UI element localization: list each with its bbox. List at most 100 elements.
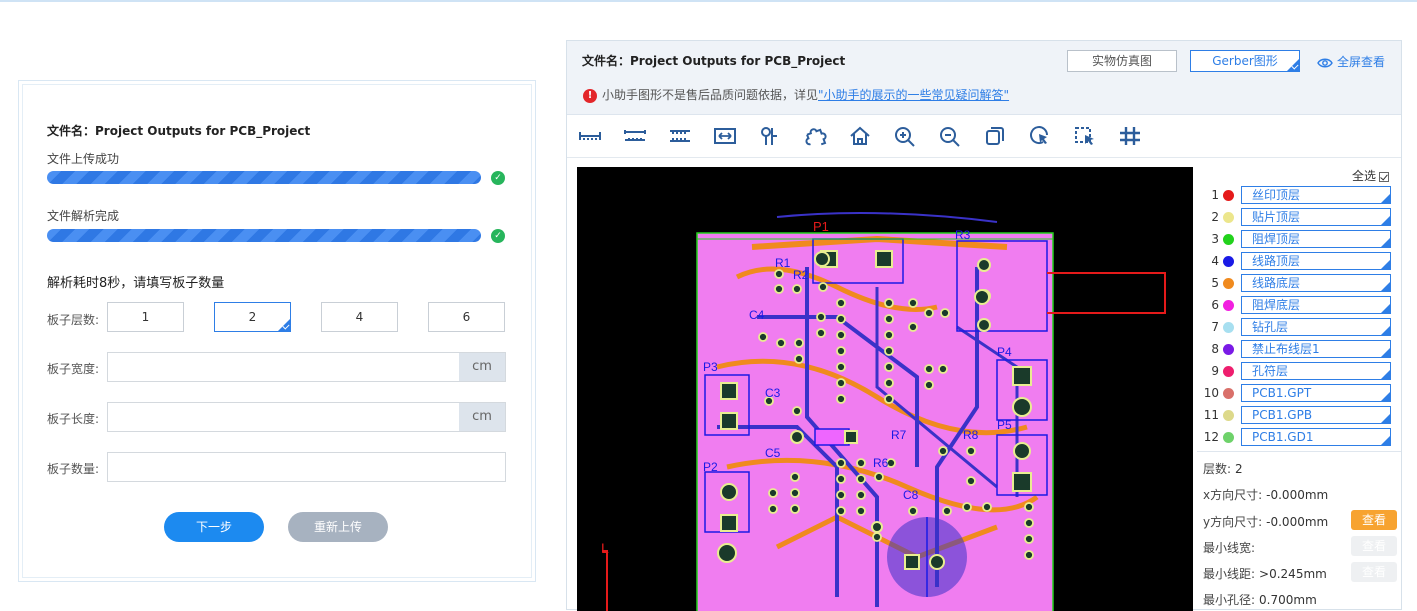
dropdown-corner-icon	[1381, 216, 1390, 225]
layer-option-1[interactable]: 1	[107, 302, 184, 332]
width-input[interactable]: cm	[107, 352, 506, 382]
viewer-header: 文件名：Project Outputs for PCB_Project 实物仿真…	[567, 41, 1401, 115]
layer-color-dot	[1223, 300, 1234, 311]
pcb-label-c5: C5	[765, 446, 781, 460]
layer-select[interactable]: 阻焊顶层	[1241, 230, 1391, 248]
dropdown-corner-icon	[1381, 304, 1390, 313]
box-select-icon[interactable]	[1072, 124, 1098, 148]
layer-color-dot	[1223, 190, 1234, 201]
parse-progress-bar	[47, 229, 481, 242]
layer-row[interactable]: 10 PCB1.GPT	[1197, 383, 1401, 405]
zoom-in-icon[interactable]	[892, 124, 918, 148]
pcb-label-r7: R7	[891, 428, 907, 442]
home-icon[interactable]	[847, 124, 873, 148]
pcb-label-c4: C4	[749, 308, 765, 322]
rotate-select-icon[interactable]	[1027, 124, 1053, 148]
pcb-label-p1: P1	[813, 219, 829, 234]
pcb-label-p2: P2	[703, 460, 718, 474]
dropdown-corner-icon	[1381, 282, 1390, 291]
simulation-view-button[interactable]: 实物仿真图	[1067, 50, 1177, 72]
pin-icon[interactable]	[757, 124, 783, 148]
layer-color-dot	[1223, 278, 1234, 289]
length-input[interactable]: cm	[107, 402, 506, 432]
layer-select[interactable]: 贴片顶层	[1241, 208, 1391, 226]
layer-select[interactable]: PCB1.GPB	[1241, 406, 1391, 424]
layer-number: 10	[1203, 386, 1219, 400]
info-layers-value: 2	[1235, 462, 1243, 476]
eye-icon	[1317, 58, 1333, 67]
info-x-size: x方向尺寸:-0.000mm	[1203, 486, 1328, 503]
upload-status-label: 文件上传成功	[47, 152, 120, 166]
measure-distance-icon[interactable]	[622, 124, 648, 148]
layer-color-dot	[1223, 410, 1234, 421]
view-min-spacing-button[interactable]: 查看	[1351, 562, 1397, 582]
dropdown-corner-icon	[1381, 414, 1390, 423]
info-layers: 层数:2	[1203, 460, 1243, 477]
view-min-width-button[interactable]: 查看	[1351, 536, 1397, 556]
next-button[interactable]: 下一步	[164, 512, 264, 542]
info-y-label: y方向尺寸:	[1203, 515, 1263, 529]
layer-select[interactable]: PCB1.GD1	[1241, 428, 1391, 446]
puzzle-icon[interactable]	[802, 124, 828, 148]
layer-select[interactable]: 钻孔层	[1241, 318, 1391, 336]
dropdown-corner-icon	[1381, 348, 1390, 357]
layer-number: 5	[1211, 276, 1219, 290]
layer-row[interactable]: 9 孔符层	[1197, 361, 1401, 383]
copy-layer-icon[interactable]	[982, 124, 1008, 148]
measure-horizontal-icon[interactable]	[577, 124, 603, 148]
layer-name: 阻焊底层	[1252, 298, 1301, 312]
layer-select[interactable]: PCB1.GPT	[1241, 384, 1391, 402]
layer-select[interactable]: 阻焊底层	[1241, 296, 1391, 314]
info-y-size: y方向尺寸:-0.000mm	[1203, 513, 1328, 530]
layer-select[interactable]: 丝印顶层	[1241, 186, 1391, 204]
info-x-label: x方向尺寸:	[1203, 488, 1263, 502]
layer-number: 1	[1211, 188, 1219, 202]
view-size-button[interactable]: 查看	[1351, 510, 1397, 530]
measure-area-icon[interactable]	[667, 124, 693, 148]
layer-row[interactable]: 1 丝印顶层	[1197, 185, 1401, 207]
warning-icon: !	[583, 88, 597, 103]
pcb-label-l: L	[601, 540, 609, 556]
width-unit: cm	[459, 353, 505, 381]
dropdown-corner-icon	[1381, 260, 1390, 269]
fullscreen-link[interactable]: 全屏查看	[1317, 53, 1385, 70]
layer-name: PCB1.GPB	[1252, 408, 1313, 422]
layer-select[interactable]: 线路底层	[1241, 274, 1391, 292]
info-min-hole-value: 0.700mm	[1259, 593, 1317, 607]
layer-row[interactable]: 5 线路底层	[1197, 273, 1401, 295]
layer-select[interactable]: 线路顶层	[1241, 252, 1391, 270]
layer-option-4[interactable]: 4	[321, 302, 398, 332]
dropdown-corner-icon	[1381, 238, 1390, 247]
pcb-canvas[interactable]: P1 R1 R2 C4 P3 C3 C5 P2 R7 R8 C8 P4 P5 R…	[577, 167, 1193, 611]
reupload-button[interactable]: 重新上传	[288, 512, 388, 542]
layer-name: PCB1.GD1	[1252, 430, 1314, 444]
layer-select[interactable]: 孔符层	[1241, 362, 1391, 380]
grid-icon[interactable]	[1117, 124, 1143, 148]
faq-link[interactable]: "小助手的展示的一些常见疑问解答"	[818, 88, 1010, 102]
select-all[interactable]: 全选	[1352, 167, 1389, 184]
pcb-label-p3: P3	[703, 360, 718, 374]
info-min-width-label: 最小线宽:	[1203, 541, 1256, 555]
dropdown-corner-icon	[1381, 370, 1390, 379]
layer-number: 9	[1211, 364, 1219, 378]
info-x-value: -0.000mm	[1266, 488, 1329, 502]
layer-option-2-label: 2	[248, 310, 257, 324]
checkbox-icon[interactable]	[1379, 171, 1389, 182]
zoom-out-icon[interactable]	[937, 124, 963, 148]
layer-option-6[interactable]: 6	[428, 302, 505, 332]
gerber-view-button[interactable]: Gerber图形	[1190, 50, 1300, 72]
quantity-input[interactable]	[107, 452, 506, 482]
layer-select[interactable]: 禁止布线层1	[1241, 340, 1391, 358]
quantity-label: 板子数量:	[47, 462, 100, 476]
layer-option-2[interactable]: 2	[214, 302, 291, 332]
fit-width-icon[interactable]	[712, 124, 738, 148]
